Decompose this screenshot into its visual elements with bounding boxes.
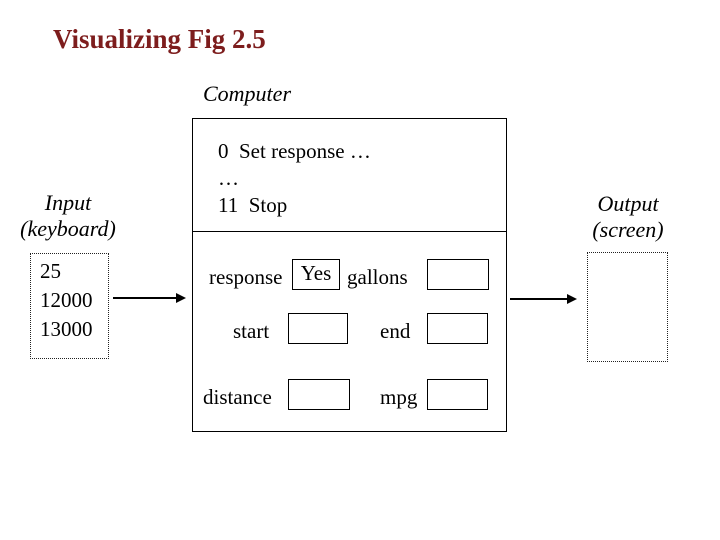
output-label-line1: Output — [597, 191, 659, 216]
output-arrow-head-icon — [567, 294, 577, 304]
output-label-line2: (screen) — [592, 217, 664, 242]
output-arrow-line — [510, 298, 568, 300]
program-line-3: 11 Stop — [218, 193, 288, 217]
input-label-line2: (keyboard) — [20, 216, 116, 241]
output-label: Output (screen) — [568, 191, 688, 243]
computer-box: 0 Set response … … 11 Stop response Yes … — [192, 118, 507, 432]
distance-label: distance — [203, 385, 272, 409]
program-line-1: 0 Set response … — [218, 139, 371, 163]
gallons-label: gallons — [347, 265, 408, 289]
input-value-1: 25 — [40, 259, 61, 283]
program-line-2: … — [218, 166, 239, 190]
distance-value-box — [288, 379, 350, 410]
mpg-label: mpg — [380, 385, 418, 409]
input-label: Input (keyboard) — [8, 190, 128, 242]
input-keyboard-box: 25 12000 13000 — [30, 253, 109, 359]
computer-label: Computer — [203, 81, 291, 106]
response-label: response — [209, 265, 283, 289]
input-label-line1: Input — [44, 190, 92, 215]
program-memory-divider — [193, 231, 506, 232]
input-arrow-head-icon — [176, 293, 186, 303]
mpg-value-box — [427, 379, 488, 410]
end-value-box — [427, 313, 488, 344]
end-label: end — [380, 319, 411, 343]
input-value-2: 12000 — [40, 288, 93, 312]
start-value-box — [288, 313, 348, 344]
start-label: start — [233, 319, 270, 343]
input-value-3: 13000 — [40, 317, 93, 341]
input-arrow-line — [113, 297, 177, 299]
slide-title: Visualizing Fig 2.5 — [53, 24, 266, 54]
gallons-value-box — [427, 259, 489, 290]
output-screen-box — [587, 252, 668, 362]
response-value-box: Yes — [292, 259, 340, 290]
program-section: 0 Set response … … 11 Stop — [218, 138, 371, 219]
